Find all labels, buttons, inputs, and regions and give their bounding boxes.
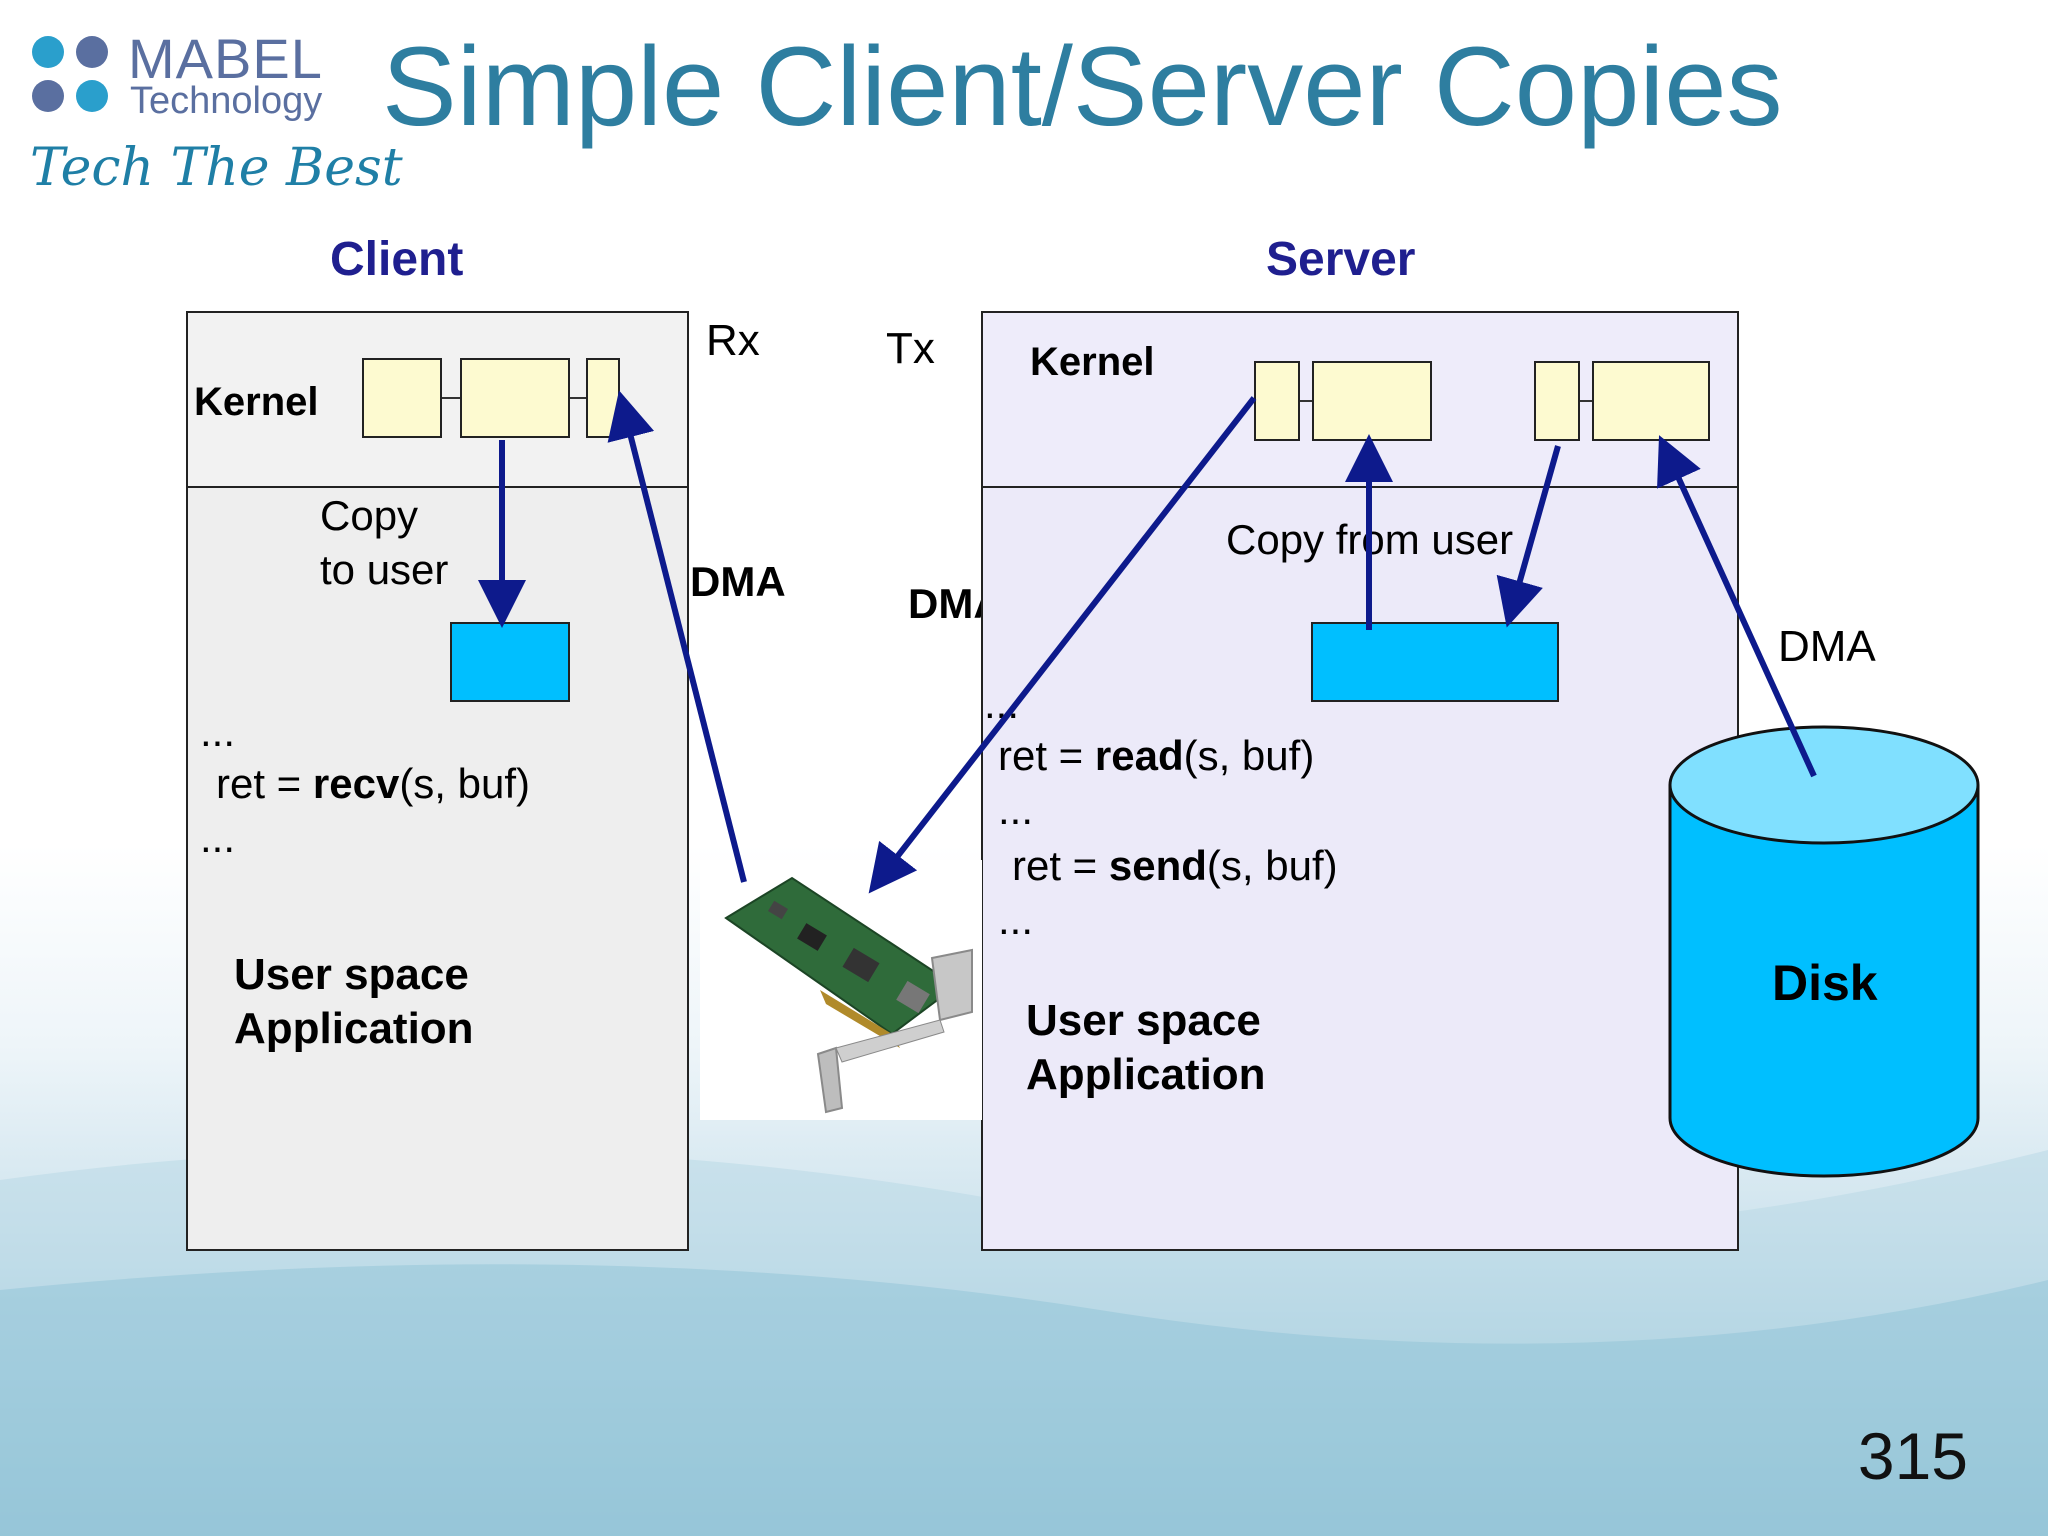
- logo-name: MABEL: [128, 27, 323, 90]
- server-buffer-link: [1300, 400, 1312, 402]
- logo-subtitle: Technology: [130, 80, 323, 122]
- server-code-dots: ...: [998, 896, 1034, 943]
- arrows: [478, 390, 1817, 894]
- client-dma-arrow: [607, 390, 747, 883]
- server-file-buffer-2: [1592, 361, 1710, 441]
- server-code-dots: ...: [998, 786, 1034, 833]
- server-user-space-line1: User space: [1026, 996, 1261, 1045]
- server-read-copy-arrow: [1496, 445, 1561, 628]
- tx-label: Tx: [886, 324, 935, 373]
- server-send-line: ret = send(s, buf): [1012, 842, 1338, 889]
- network-card-icon: [700, 860, 982, 1120]
- client-code-dots: ...: [200, 814, 236, 861]
- server-dma-out-arrow: [868, 396, 1257, 894]
- server-file-buffer-1: [1534, 361, 1580, 441]
- page-number: 315: [1857, 1419, 1968, 1493]
- server-buffer-link: [1580, 400, 1592, 402]
- client-heading: Client: [330, 233, 464, 286]
- client-kernel-buffer-1: [362, 358, 442, 438]
- client-buffer-link: [570, 397, 586, 399]
- disk-dma-arrow: [1657, 435, 1817, 778]
- logo-tagline: Tech The Best: [30, 138, 403, 198]
- slide-title: Simple Client/Server Copies: [382, 24, 1783, 149]
- server-read-line: ret = read(s, buf): [998, 732, 1315, 779]
- client-copy-line2: to user: [320, 546, 449, 593]
- server-user-space-line2: Application: [1026, 1050, 1266, 1099]
- server-kernel-label: Kernel: [1030, 340, 1155, 384]
- disk-label: Disk: [1772, 955, 1878, 1011]
- client-user-buffer: [450, 622, 570, 702]
- client-code-dots: ...: [200, 708, 236, 755]
- logo-dots-icon: [32, 36, 108, 112]
- client-user-space-line1: User space: [234, 950, 469, 999]
- server-heading: Server: [1266, 233, 1416, 286]
- client-copy-line1: Copy: [320, 492, 419, 539]
- client-kernel-label: Kernel: [194, 380, 319, 424]
- dma-label-left: DMA: [690, 558, 786, 605]
- rx-label: Rx: [706, 316, 760, 365]
- server-user-buffer: [1311, 622, 1559, 702]
- client-kernel-buffer-2: [460, 358, 570, 438]
- dma-label-right: DMA: [1778, 622, 1876, 671]
- disk-icon: [1668, 725, 1980, 1178]
- client-recv-line: ret = recv(s, buf): [216, 760, 531, 807]
- client-buffer-link: [442, 397, 460, 399]
- client-user-space-line2: Application: [234, 1004, 474, 1053]
- server-tx-buffer-2: [1312, 361, 1432, 441]
